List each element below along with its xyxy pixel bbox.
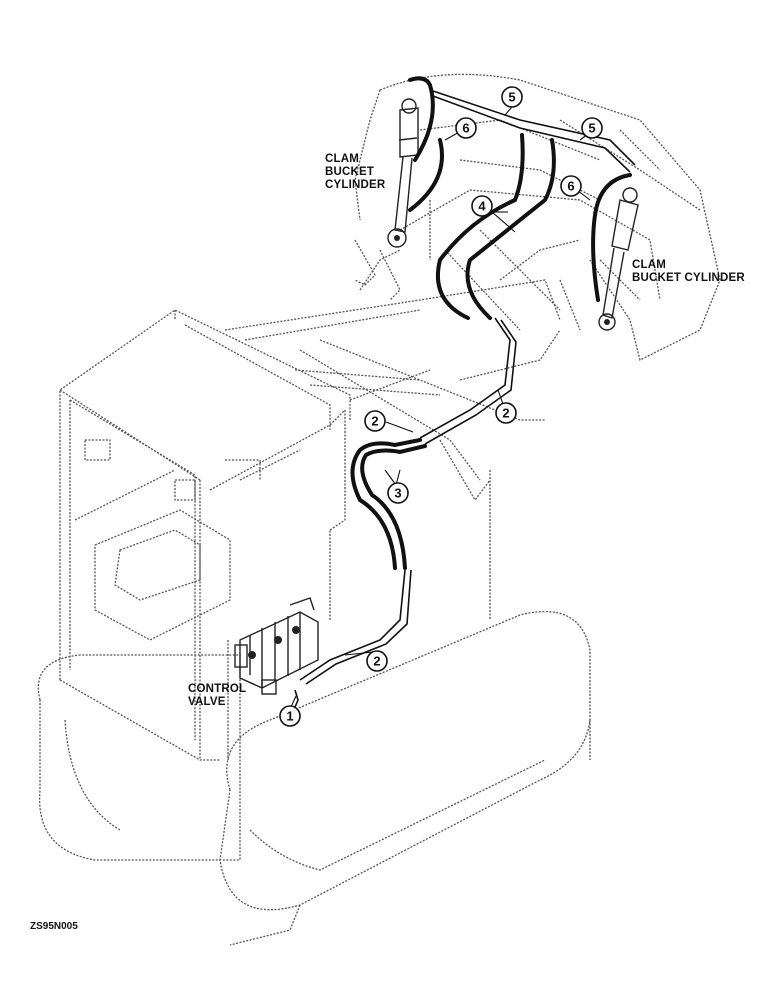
callout-2-upper: 2 bbox=[495, 402, 517, 424]
control-valve bbox=[234, 597, 319, 695]
machine-body bbox=[59, 309, 491, 761]
label-control-valve: CONTROL VALVE bbox=[188, 683, 247, 708]
svg-text:2: 2 bbox=[371, 414, 378, 429]
callout-3: 3 bbox=[387, 482, 409, 504]
operator-cab bbox=[59, 324, 331, 740]
callout-6-left: 6 bbox=[455, 117, 477, 139]
svg-text:6: 6 bbox=[567, 179, 574, 194]
callout-6-right: 6 bbox=[560, 175, 582, 197]
clam-bucket-cylinder-left bbox=[387, 98, 419, 248]
label-clam-bucket-cylinder-right: CLAM BUCKET CYLINDER bbox=[632, 259, 745, 284]
svg-text:3: 3 bbox=[394, 486, 401, 501]
callout-4: 4 bbox=[471, 195, 493, 217]
clam-bucket-cylinder-right bbox=[598, 187, 639, 331]
figure-code: ZS95N005 bbox=[30, 921, 78, 932]
boom-assembly bbox=[224, 229, 581, 502]
svg-text:2: 2 bbox=[502, 406, 509, 421]
callout-1: 1 bbox=[279, 705, 301, 727]
callout-5-left: 5 bbox=[501, 86, 523, 108]
svg-text:6: 6 bbox=[462, 121, 469, 136]
svg-text:5: 5 bbox=[508, 90, 515, 105]
callout-2-lower: 2 bbox=[366, 650, 388, 672]
callout-2-middle: 2 bbox=[364, 410, 386, 432]
svg-text:2: 2 bbox=[373, 654, 380, 669]
callout-5-right: 5 bbox=[581, 117, 603, 139]
hydraulic-lines bbox=[292, 76, 636, 713]
svg-text:5: 5 bbox=[588, 121, 595, 136]
crawler-track-rear bbox=[37, 654, 241, 861]
label-clam-bucket-cylinder-left: CLAM BUCKET CYLINDER bbox=[325, 153, 386, 191]
svg-text:1: 1 bbox=[286, 709, 293, 724]
crawler-track-front bbox=[219, 611, 591, 946]
svg-text:4: 4 bbox=[478, 199, 486, 214]
clam-bucket bbox=[354, 73, 721, 361]
